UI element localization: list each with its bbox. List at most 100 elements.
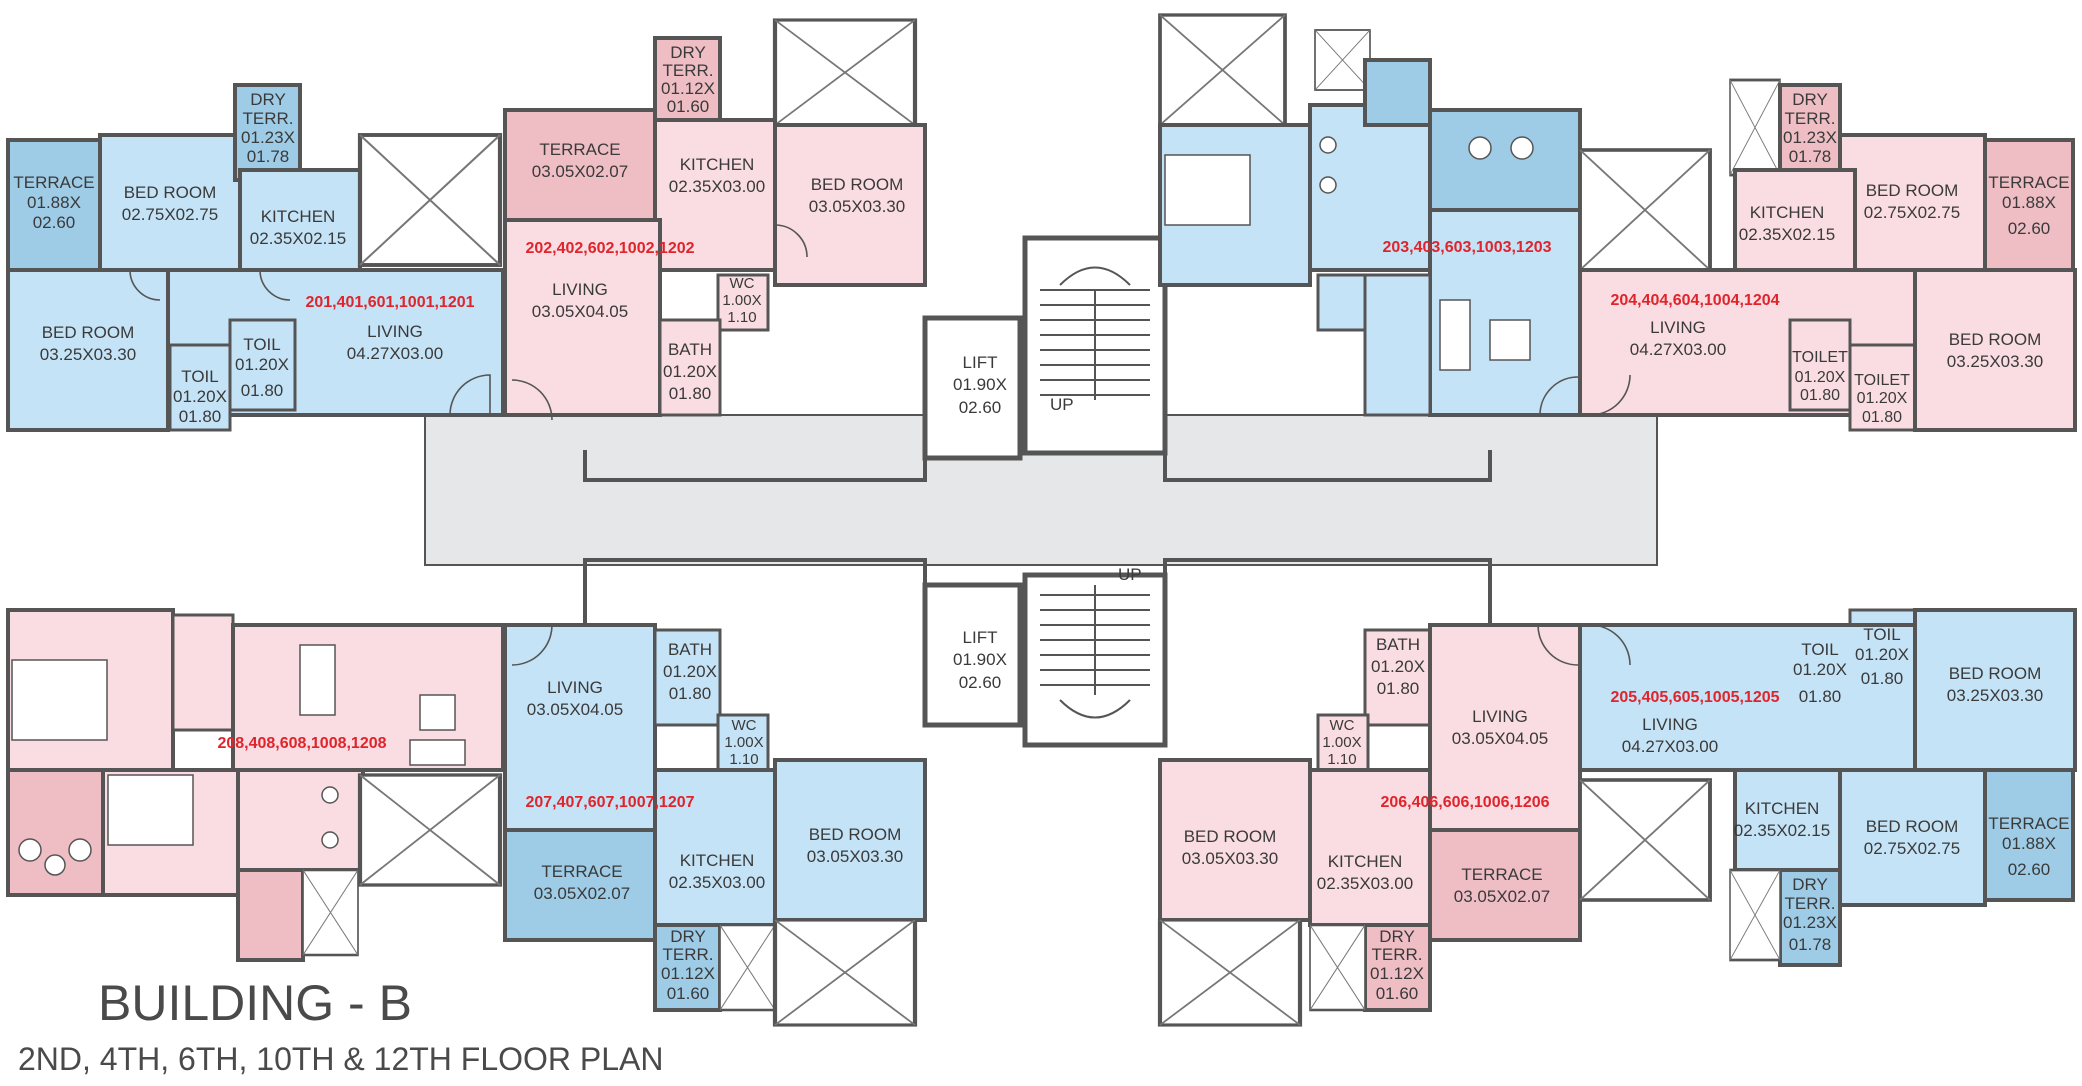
room-kitchen	[1733, 168, 1857, 272]
central-core	[424, 235, 1658, 748]
room-bed-room	[773, 123, 927, 287]
room-kitchen	[1308, 768, 1432, 927]
unit-number: 205,405,605,1005,1205	[1610, 689, 1779, 706]
unit-number: 203,403,603,1003,1203	[1382, 239, 1551, 256]
unit-202	[503, 20, 927, 421]
room-dry-terrace	[1778, 868, 1842, 967]
room-bed-room	[98, 133, 242, 272]
sofa-icon	[1439, 299, 1471, 371]
room-bath	[1363, 273, 1432, 417]
bed-icon	[107, 774, 194, 846]
room-toilet	[171, 613, 235, 732]
table-icon	[419, 694, 456, 731]
room-toilet	[168, 343, 232, 432]
room-dry-terrace	[653, 923, 722, 1012]
unit-number: 202,402,602,1002,1202	[525, 240, 694, 257]
room-bed-room	[1838, 768, 1987, 907]
chair-icon	[1510, 136, 1534, 160]
table-icon	[44, 854, 66, 876]
lift-top	[922, 315, 1023, 461]
chair-icon	[1468, 136, 1492, 160]
room-terrace	[1983, 768, 2075, 902]
room-bed-room	[1838, 133, 1987, 272]
room-dry-terrace	[1778, 83, 1842, 182]
room-living	[1428, 623, 1582, 832]
room-bath	[658, 318, 722, 417]
unit-number: 201,401,601,1001,1201	[305, 294, 474, 311]
room-toilet	[1848, 343, 1917, 432]
unit-206	[1160, 623, 1582, 1025]
unit-number: 206,406,606,1006,1206	[1380, 794, 1549, 811]
unit-205	[1578, 608, 2077, 967]
table-icon	[1489, 319, 1531, 361]
room-terrace	[1428, 108, 1582, 212]
room-bath	[653, 628, 722, 727]
unit-203	[1158, 13, 1582, 417]
room-dry-terrace	[236, 868, 305, 962]
bed-icon	[1164, 154, 1251, 226]
plan-subtitle: 2ND, 4TH, 6TH, 10TH & 12TH FLOOR PLAN	[18, 1041, 664, 1077]
room-bed-room	[1913, 268, 2077, 432]
chair-icon	[68, 838, 92, 862]
room-terrace	[6, 138, 102, 272]
room-terrace	[1428, 828, 1582, 942]
stair-up-label: UP	[1118, 565, 1142, 584]
stair-bottom	[1022, 572, 1168, 748]
unit-201	[6, 83, 505, 432]
unit-208	[6, 608, 505, 962]
room-wc	[1316, 273, 1370, 332]
room-toilet	[1788, 318, 1852, 412]
unit-207	[503, 623, 927, 1025]
unit-number: 208,408,608,1008,1208	[217, 735, 386, 752]
room-bed-room	[6, 268, 170, 432]
bed-icon	[11, 659, 108, 741]
unit-204	[1578, 78, 2077, 432]
lift-bottom	[922, 582, 1023, 728]
room-wc	[1316, 713, 1370, 772]
room-living-dining	[1578, 623, 1917, 772]
unit-number: 207,407,607,1007,1207	[525, 794, 694, 811]
sofa-icon	[409, 739, 466, 766]
stove-icon	[321, 831, 339, 849]
room-wc	[716, 713, 770, 772]
room-toilet	[228, 318, 297, 412]
stair-up-label: UP	[1050, 395, 1074, 414]
